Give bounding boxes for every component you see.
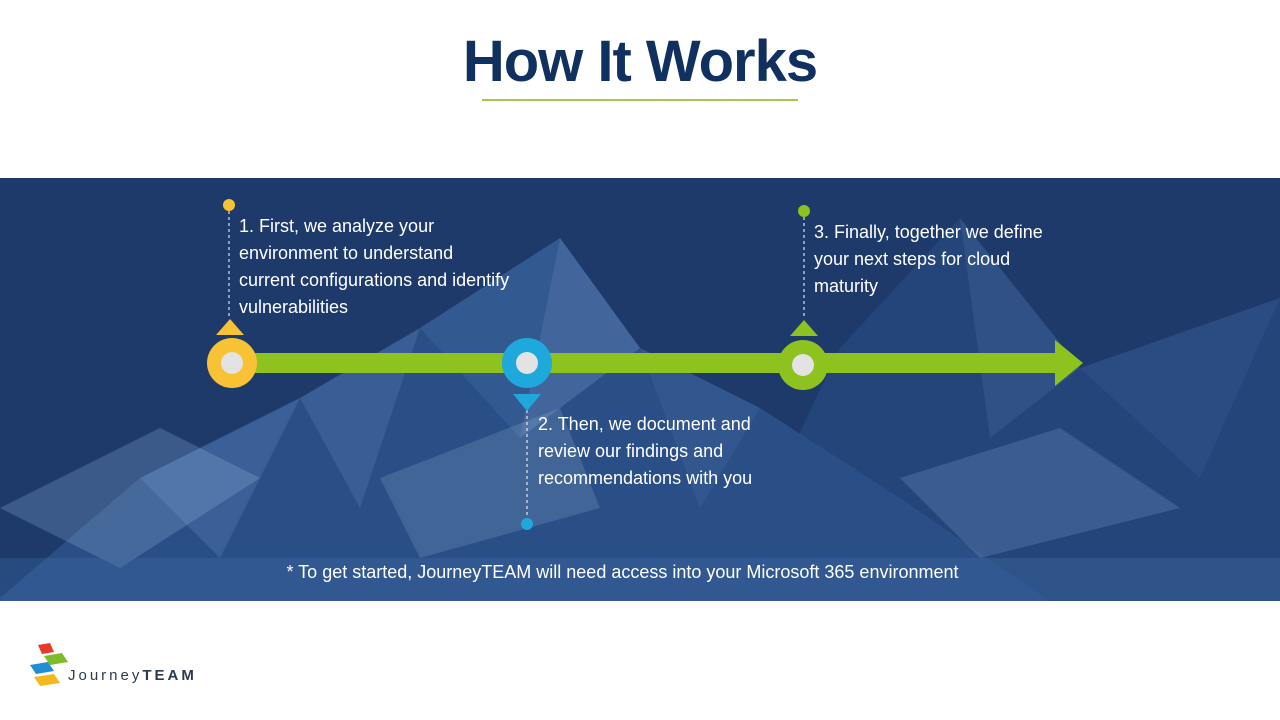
mountain-facet-7 bbox=[1080, 298, 1280, 478]
step-2-dot bbox=[521, 518, 533, 530]
journeyteam-logo-icon bbox=[30, 643, 68, 686]
mountain-facet-5 bbox=[640, 348, 760, 508]
mountain-main bbox=[0, 238, 1050, 601]
step-2-node-center bbox=[516, 352, 538, 374]
timeline-band: 1. First, we analyze your environment to… bbox=[0, 178, 1280, 601]
mountain-facet-4 bbox=[140, 398, 300, 558]
mountain-facet-2 bbox=[520, 238, 640, 438]
step-2-marker bbox=[502, 338, 552, 530]
timeline-arrowhead bbox=[1055, 340, 1083, 386]
step-3-node-center bbox=[792, 354, 814, 376]
snow-patch-3 bbox=[900, 428, 1180, 558]
band-bottom-haze bbox=[0, 558, 1280, 601]
page-title: How It Works bbox=[462, 29, 818, 94]
step-1-marker bbox=[207, 199, 257, 388]
timeline-shaft bbox=[232, 353, 1058, 373]
step-1-text: 1. First, we analyze your environment to… bbox=[239, 216, 510, 317]
journeyteam-logo-text: JourneyTEAM bbox=[68, 667, 197, 684]
title-underline bbox=[482, 99, 798, 101]
step-2-text: 2. Then, we document and review our find… bbox=[538, 414, 753, 488]
step-3-pointer bbox=[790, 320, 818, 336]
logo-blue-tile bbox=[30, 662, 54, 674]
snow-patch-1 bbox=[0, 428, 260, 568]
footnote: * To get started, JourneyTEAM will need … bbox=[286, 562, 959, 582]
step-1-node-center bbox=[221, 352, 243, 374]
snow-patch-2 bbox=[380, 408, 600, 558]
step-3-dot bbox=[798, 205, 810, 217]
logo-text-light: Journey bbox=[68, 667, 143, 684]
step-3-marker bbox=[778, 205, 828, 390]
timeline bbox=[207, 199, 1083, 530]
step-3-text: 3. Finally, together we define your next… bbox=[814, 222, 1043, 296]
mountain-facet-6 bbox=[960, 218, 1080, 438]
mountain-background bbox=[0, 178, 1280, 601]
logo-text-bold: TEAM bbox=[142, 667, 197, 684]
logo-yellow-tile bbox=[34, 674, 60, 686]
logo-red-tile bbox=[38, 643, 54, 654]
step-2-pointer bbox=[513, 394, 541, 411]
step-1-pointer bbox=[216, 319, 244, 335]
step-1-dot bbox=[223, 199, 235, 211]
mountain-facet-1 bbox=[420, 238, 560, 438]
logo-green-tile bbox=[44, 653, 68, 665]
